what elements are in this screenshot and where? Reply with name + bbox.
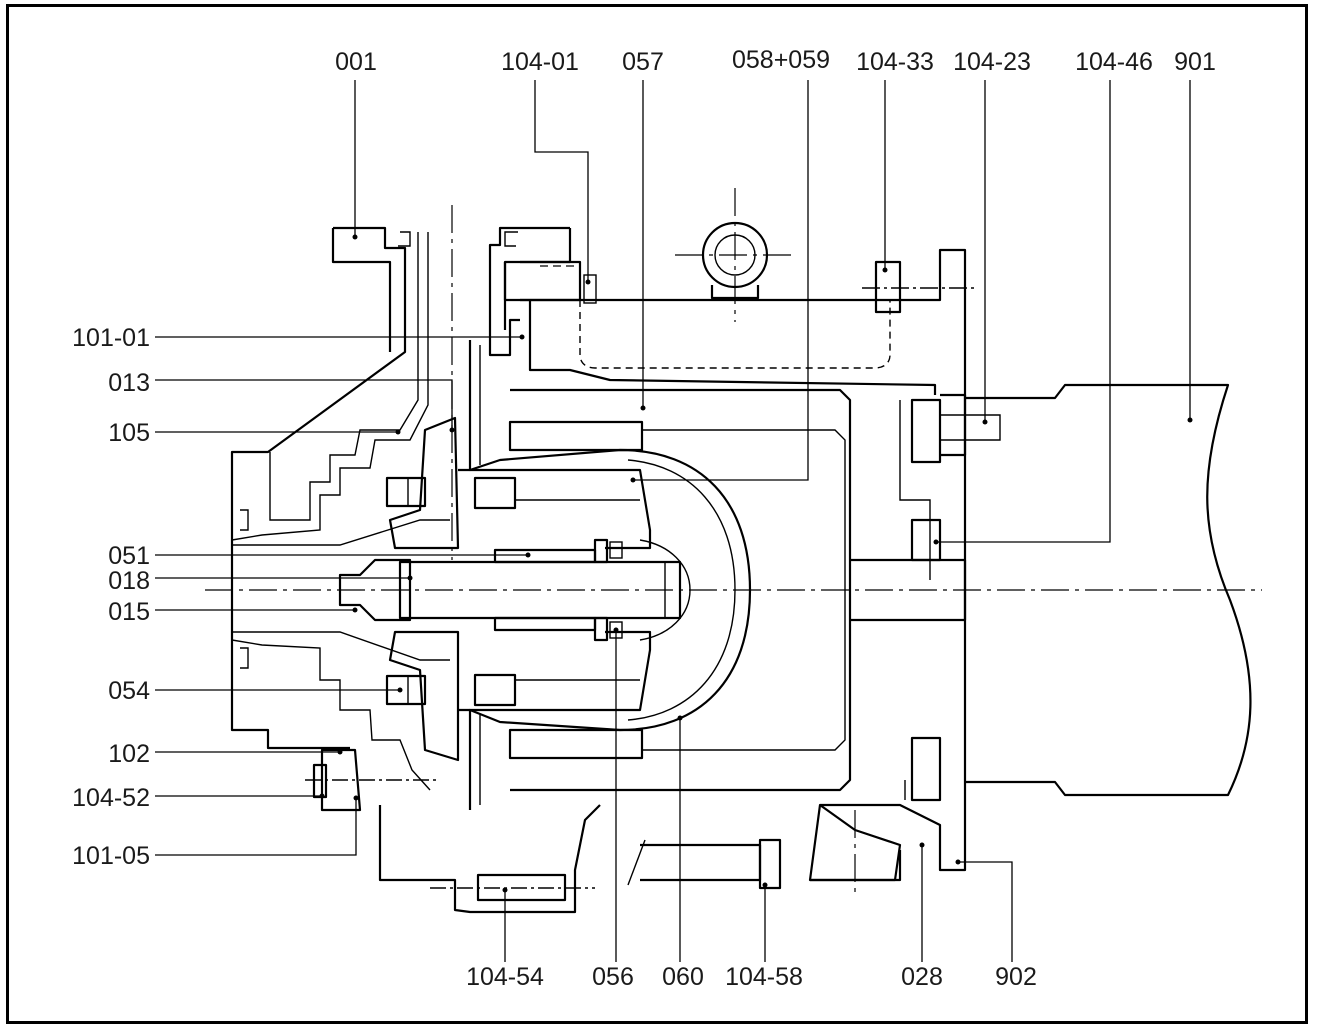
containment-shell [468,340,752,810]
label-101-05: 101-05 [72,842,150,870]
label-104-23: 104-23 [953,48,1031,76]
impeller-nut [338,558,412,622]
bolt-104-33 [874,260,902,314]
label-060: 060 [662,963,704,991]
motor-body [965,383,1252,797]
label-001: 001 [335,48,377,76]
bolt-104-58-break [627,839,646,886]
label-105: 105 [108,419,150,447]
front-wear-ring [385,476,427,508]
bolt-104-58-shank [640,843,762,882]
retaining-ring-upper [609,541,623,559]
leader-104-46 [936,80,1111,543]
leader-902 [958,861,1013,962]
label-057: 057 [622,48,664,76]
leader-104-01 [534,80,589,282]
thrust-ring-lower [593,616,609,642]
shell-nose [639,539,691,641]
housing-inner-dashed [579,300,891,369]
bolt-head-104-23 [910,398,942,464]
volute-liner-lower [231,639,431,791]
leader-101-05 [155,798,357,856]
inlet-bore [232,519,450,661]
flange-groove-left [398,231,411,247]
drain-plug [320,748,362,812]
bolt-104-58-head [758,838,782,890]
flange-right-neck [503,228,572,330]
inlet-grooves [240,509,249,669]
shell-dome-inner [627,459,736,721]
leader-dots [319,234,1193,893]
casing-foot [378,804,601,914]
screw-104-01 [583,274,597,304]
bearing-bush-upper [493,548,597,564]
label-013: 013 [108,369,150,397]
label-104-54: 104-54 [466,963,544,991]
leader-058-059 [633,80,809,481]
label-901: 901 [1174,48,1216,76]
inner-magnet-carrier [458,468,652,712]
label-058-059: 058+059 [732,46,830,74]
leader-013 [155,379,453,430]
drain-plug-head [312,763,328,799]
inner-magnet-block-lower [473,673,517,707]
label-028: 028 [901,963,943,991]
pump-section [205,188,1262,914]
stud-104-23 [940,414,1001,441]
label-902: 902 [995,963,1037,991]
label-051: 051 [108,542,150,570]
bearing-bush-lower [493,616,597,632]
clamp-ring-top [503,260,582,302]
leader-lines [155,80,1191,962]
discharge-flange [230,226,570,750]
label-101-01: 101-01 [72,324,150,352]
label-056: 056 [592,963,634,991]
thrust-ring-upper [593,538,609,564]
inner-magnet-block-upper [473,476,517,510]
label-104-01: 104-01 [501,48,579,76]
volute-liner-upper-inner [231,232,429,541]
part-labels: 001 104-01 057 058+059 104-33 104-23 104… [72,46,1216,991]
impeller [388,416,460,762]
bolt-head-lower [910,736,942,802]
outer-magnet-upper [508,420,644,452]
label-018: 018 [108,567,150,595]
drawing-frame [6,4,1308,1024]
label-104-58: 104-58 [725,963,803,991]
label-102: 102 [108,740,150,768]
outer-magnet-lower [508,728,644,760]
label-104-52: 104-52 [72,784,150,812]
label-015: 015 [108,598,150,626]
label-104-46: 104-46 [1075,48,1153,76]
outer-magnet-hub [642,429,846,751]
flange-groove-right [504,231,518,247]
volute-liner-upper [269,232,419,521]
flange-spigot-upper [940,393,967,457]
label-054: 054 [108,677,150,705]
support-foot [810,804,902,882]
motor-shaft-stub [850,558,967,622]
housing-web [899,400,931,800]
bolt-104-54 [476,873,567,902]
bearing-housing [520,248,967,882]
label-104-33: 104-33 [856,48,934,76]
